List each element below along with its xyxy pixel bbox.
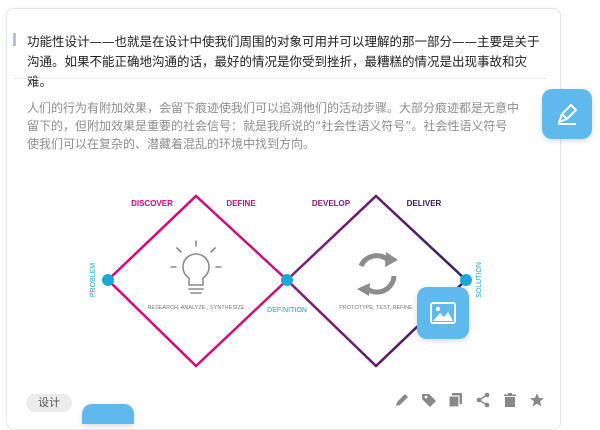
phase-label-develop: DEVELOP [312, 199, 351, 208]
lightbulb-icon [170, 240, 222, 294]
pen-icon [558, 104, 577, 125]
refresh-cycle-arrows [357, 252, 398, 296]
quote-text: 功能性设计——也就是在设计中使我们周围的对象可用并可以理解的那一部分——主要是关… [27, 34, 540, 89]
left-diamond [106, 194, 289, 368]
bottom-fab-button[interactable] [82, 404, 134, 424]
star-button[interactable] [528, 391, 546, 409]
tag-icon [422, 394, 436, 407]
tag-chip[interactable]: 设计 [26, 394, 72, 412]
delete-button[interactable] [501, 391, 519, 409]
article-toolbar [393, 391, 546, 409]
image-fab-button[interactable] [417, 287, 469, 339]
divider [14, 78, 546, 79]
node-problem [102, 274, 114, 286]
right-diamond [285, 194, 468, 368]
label-definition: DEFINITION [267, 307, 307, 314]
quote-block: 功能性设计——也就是在设计中使我们周围的对象可用并可以理解的那一部分——主要是关… [14, 32, 546, 92]
label-problem: PROBLEM [90, 263, 97, 297]
copy-icon [448, 393, 462, 408]
phase-label-define: DEFINE [226, 199, 256, 208]
double-diamond-diagram: DISCOVER DEFINE DEVELOP DELIVER PROBLEM … [90, 194, 483, 368]
edit-button[interactable] [393, 391, 411, 409]
star-icon [530, 393, 544, 407]
share-button[interactable] [474, 391, 492, 409]
caption-right: PROTOTYPE, TEST, REFINE [339, 305, 413, 311]
image-icon [430, 302, 456, 324]
share-icon [476, 392, 490, 408]
tag-button[interactable] [420, 391, 438, 409]
label-solution: SOLUTION [476, 262, 483, 298]
node-solution [460, 274, 472, 286]
pen-fab-button[interactable] [542, 89, 592, 139]
node-definition [281, 274, 293, 286]
edit-icon [396, 394, 408, 406]
caption-left: RESEARCH, ANALYZE , SYNTHESIZE [147, 305, 244, 311]
phase-label-discover: DISCOVER [131, 199, 173, 208]
phase-label-deliver: DELIVER [407, 199, 442, 208]
copy-button[interactable] [447, 391, 465, 409]
delete-icon [504, 393, 516, 407]
quote-bar [13, 33, 16, 46]
body-paragraph: 人们的行为有附加效果，会留下痕迹使我们可以追溯他们的活动步骤。大部分痕迹都是无意… [27, 101, 520, 151]
